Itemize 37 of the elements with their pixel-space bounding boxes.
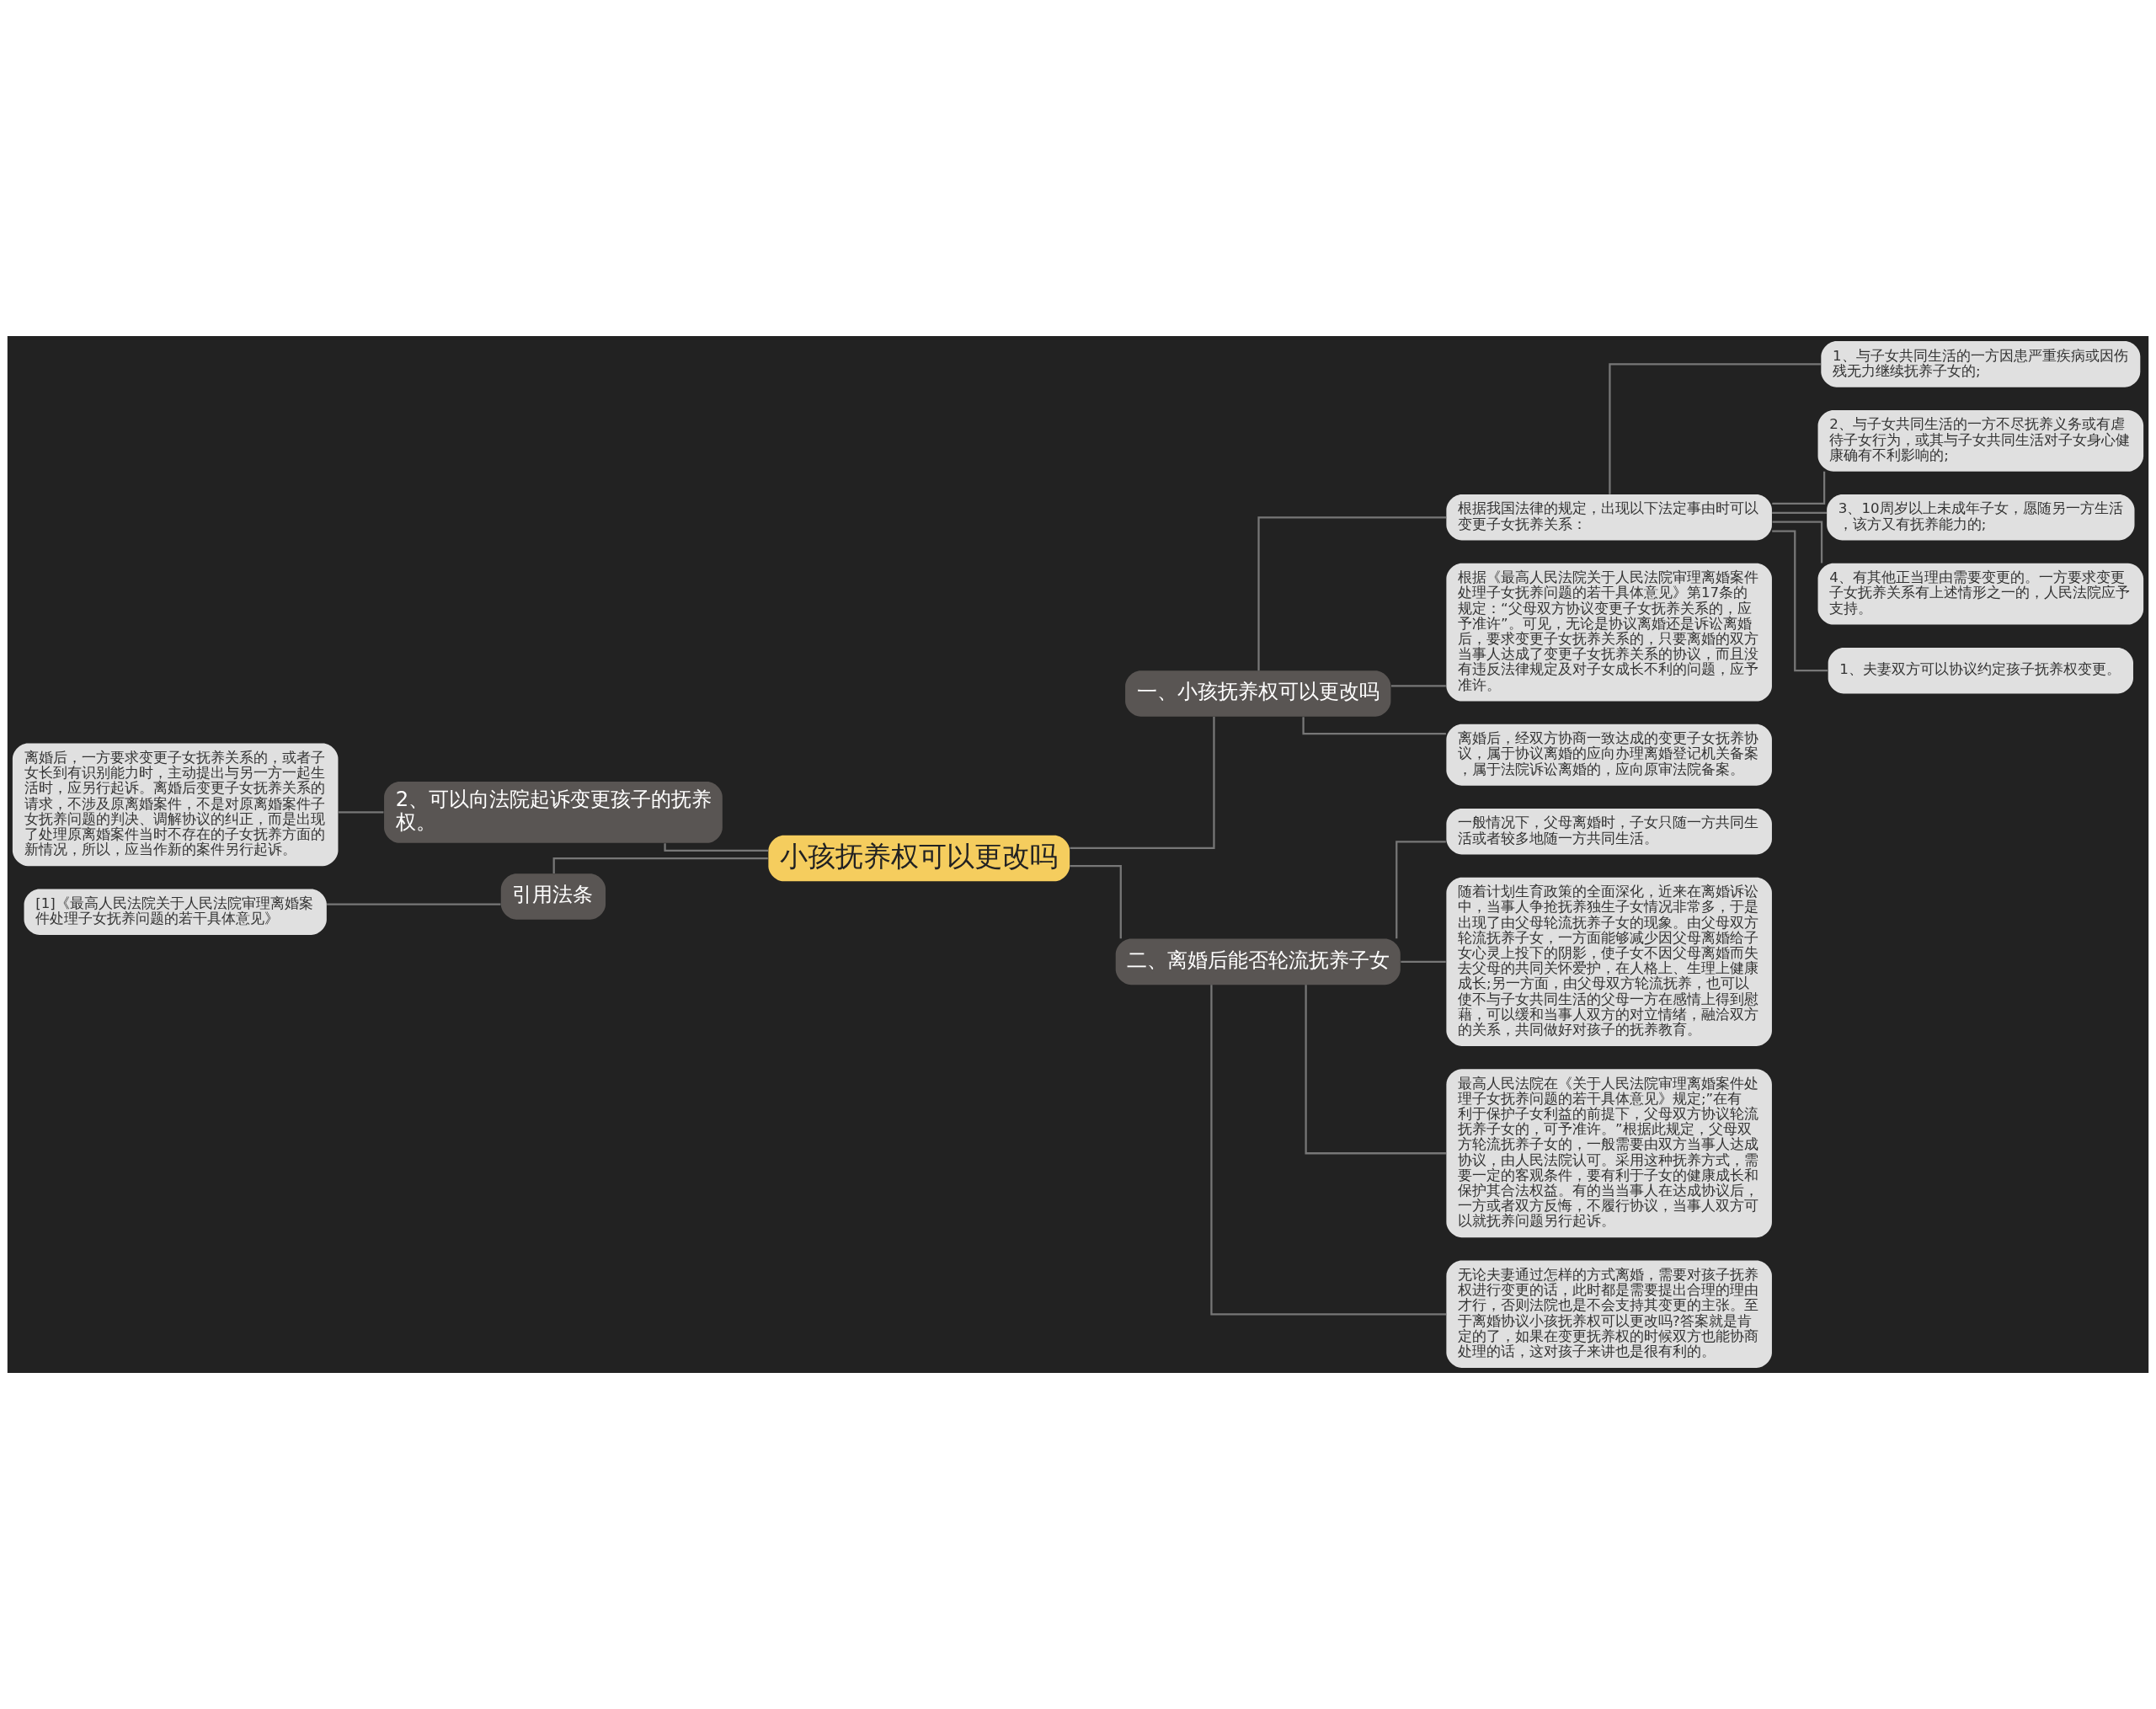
node-box: 小孩抚养权可以更改吗 — [768, 835, 1070, 882]
node-box: 随着计划生育政策的全面深化，近来在离婚诉讼中，当事人争抢抚养独生子女情况非常多，于是出现了由父母轮流抚养子女的现象。由父母双方轮流抚养子女，一方面能够减少因父母离婚给子女心灵上投下的阴影，使子女不因父母离婚而失去父母的共同关怀爱护，在人格上、生理上健康成长;另一方面，由父母双方轮流抚养，也可以使不与子女共同生活的父母一方在感情上得到慰藉，可以缓和当事人双方的对立情绪，融洽双方的关系，共同做好对孩子的抚养教育。 — [1446, 877, 1772, 1046]
connector — [1772, 530, 1828, 672]
node-box: 一、小孩抚养权可以更改吗 — [1125, 670, 1391, 717]
connector — [338, 811, 384, 814]
node-box: 1、夫妻双方可以协议约定孩子抚养权变更。 — [1828, 647, 2133, 694]
connector — [1772, 521, 1823, 563]
connector — [1609, 363, 1821, 494]
node-box: 离婚后，经双方协商一致达成的变更子女抚养协议，属于协议离婚的应向办理离婚登记机关备案，属于法院诉讼离婚的，应向原审法院备案。 — [1446, 724, 1772, 786]
connector — [327, 903, 501, 905]
node-box: 2、可以向法院起诉变更孩子的抚养权。 — [384, 782, 723, 843]
connector — [1390, 685, 1446, 687]
connector — [1401, 960, 1446, 963]
connector — [1396, 841, 1446, 939]
node-box: 1、与子女共同生活的一方因患严重疾病或因伤残无力继续抚养子女的; — [1821, 341, 2141, 387]
connector — [552, 857, 768, 874]
connector — [1070, 865, 1122, 939]
connector — [1257, 516, 1447, 671]
node-box: 一般情况下，父母离婚时，子女只随一方共同生活或者较多地随一方共同生活。 — [1446, 808, 1772, 855]
node-box: 4、有其他正当理由需要变更的。一方要求变更子女抚养关系有上述情形之一的，人民法院应予支持。 — [1817, 563, 2144, 625]
connector — [1305, 985, 1446, 1155]
node-box: 根据我国法律的规定，出现以下法定事由时可以变更子女抚养关系： — [1446, 494, 1772, 541]
node-box: 根据《最高人民法院关于人民法院审理离婚案件处理子女抚养问题的若干具体意见》第17条的规定：“父母双方协议变更子女抚养关系的，应予准许”。可见，无论是协议离婚还是诉讼离婚后，要求变更子女抚养关系的，只要离婚的双方当事人达成了变更子女抚养关系的协议，而且没有违反法律规定及对子女成长不利的问题，应予准许。 — [1446, 563, 1772, 702]
node-box: 2、与子女共同生活的一方不尽抚养义务或有虐待子女行为，或其与子女共同生活对子女身心健康确有不利影响的; — [1817, 409, 2144, 472]
connector — [1070, 716, 1215, 850]
node-box: 二、离婚后能否轮流抚养子女 — [1115, 938, 1401, 985]
node-box: 离婚后，一方要求变更子女抚养关系的，或者子女长到有识别能力时，主动提出与另一方一起生活时，应另行起诉。离婚后变更子女抚养关系的请求，不涉及原离婚案件，不是对原离婚案件子女抚养问题的判决、调解协议的纠正，而是出现了处理原离婚案件当时不存在的子女抚养方面的新情况，所以，应当作新的案件另行起诉。 — [12, 743, 339, 867]
connector — [1772, 471, 1826, 505]
connector — [1210, 985, 1447, 1316]
node-box: 最高人民法院在《关于人民法院审理离婚案件处理子女抚养问题的若干具体意见》规定;”在有利于保护子女利益的前提下，父母双方协议轮流抚养子女的，可予准许。”根据此规定，父母双方轮流抚养子女的，一般需要由双方当事人达成协议，由人民法院认可。采用这种抚养方式，需要一定的客观条件，要有利于子女的健康成长和保护其合法权益。有的当当事人在达成协议后，一方或者双方反悔，不履行协议，当事人双方可以就抚养问题另行起诉。 — [1446, 1069, 1772, 1238]
node-box: 3、10周岁以上未成年子女，愿随另一方生活，该方又有抚养能力的; — [1827, 494, 2135, 541]
node-box: [1]《最高人民法院关于人民法院审理离婚案件处理子女抚养问题的若干具体意见》 — [24, 889, 327, 935]
connector — [1772, 511, 1827, 514]
connector — [664, 843, 769, 852]
connector — [1302, 717, 1446, 735]
node-box: 无论夫妻通过怎样的方式离婚，需要对孩子抚养权进行变更的话，此时都是需要提出合理的理由才行，否则法院也是不会支持其变更的主张。至于离婚协议小孩抚养权可以更改吗?答案就是肯定的了，如果在变更抚养权的时候双方也能协商处理的话，这对孩子来讲也是很有利的。 — [1446, 1260, 1772, 1368]
node-box: 引用法条 — [500, 873, 606, 920]
